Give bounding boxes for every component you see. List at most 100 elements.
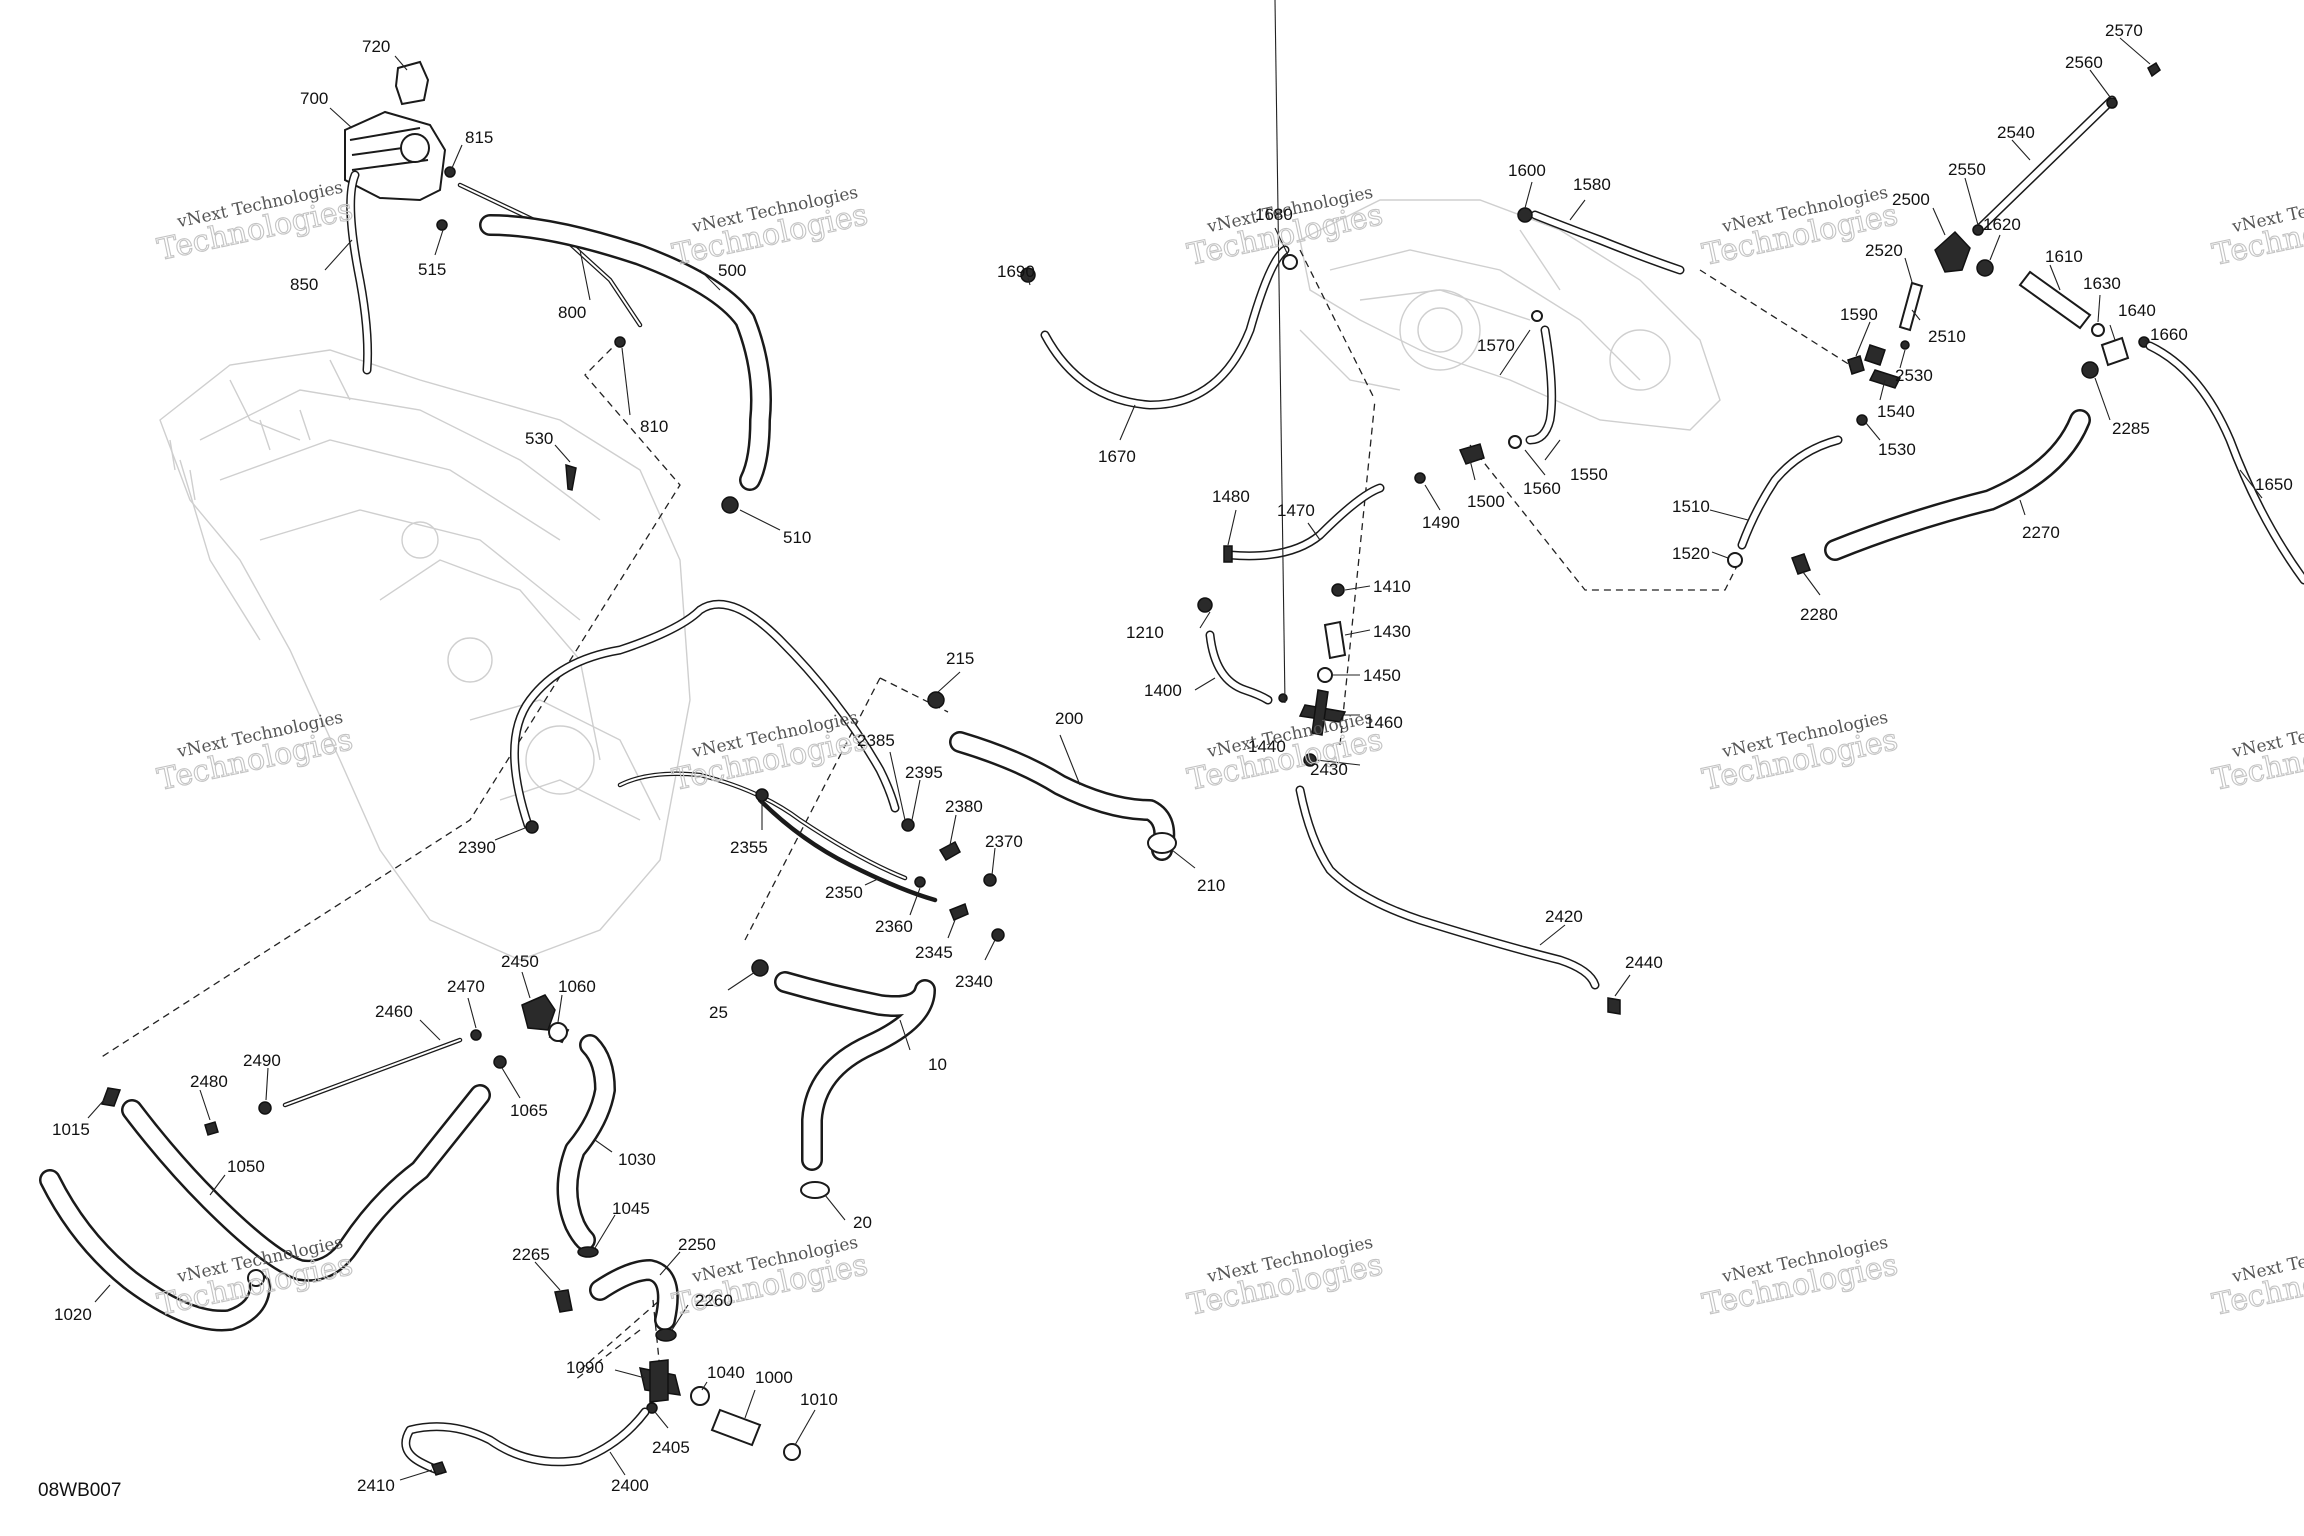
- callout-2350: 2350: [825, 883, 863, 902]
- callout-1050: 1050: [227, 1157, 265, 1176]
- callout-1030: 1030: [618, 1150, 656, 1169]
- callout-1520: 1520: [1672, 544, 1710, 563]
- callout-2560: 2560: [2065, 53, 2103, 72]
- callout-2410: 2410: [357, 1476, 395, 1495]
- callout-2345: 2345: [915, 943, 953, 962]
- callout-1650: 1650: [2255, 475, 2293, 494]
- callout-1460: 1460: [1365, 713, 1403, 732]
- hose-1020-group: [39, 1169, 271, 1332]
- watermark: Technologies vNext Technologies: [1699, 708, 1902, 799]
- callout-1630: 1630: [2083, 274, 2121, 293]
- callout-2370: 2370: [985, 832, 1023, 851]
- callout-2390: 2390: [458, 838, 496, 857]
- dashed-connectors: [99, 249, 1851, 1381]
- valve-2500-group: [1727, 61, 2161, 568]
- callout-1000: 1000: [755, 1368, 793, 1387]
- callout-2530: 2530: [1895, 366, 1933, 385]
- callout-1500: 1500: [1467, 492, 1505, 511]
- callout-2380: 2380: [945, 797, 983, 816]
- callout-2250: 2250: [678, 1235, 716, 1254]
- hose-1580-group: [1517, 207, 1685, 275]
- callout-2355: 2355: [730, 838, 768, 857]
- callout-1600: 1600: [1508, 161, 1546, 180]
- callout-1440: 1440: [1248, 737, 1286, 756]
- watermark: Technologies vNext Technologies: [1184, 1233, 1387, 1324]
- figure-id: 08WB007: [38, 1480, 121, 1501]
- callout-2405: 2405: [652, 1438, 690, 1457]
- watermark: Technologies vNext Technologies: [2209, 1233, 2304, 1324]
- callout-1590: 1590: [1840, 305, 1878, 324]
- callout-210: 210: [1197, 876, 1225, 895]
- callout-1040: 1040: [707, 1363, 745, 1382]
- callout-2500: 2500: [1892, 190, 1930, 209]
- callout-850: 850: [290, 275, 318, 294]
- callout-1010: 1010: [800, 1390, 838, 1409]
- callout-2540: 2540: [1997, 123, 2035, 142]
- callout-2440: 2440: [1625, 953, 1663, 972]
- callout-1620: 1620: [1983, 215, 2021, 234]
- callout-2360: 2360: [875, 917, 913, 936]
- leader-lines: [87, 0, 2263, 1481]
- watermark: Technologies vNext Technologies: [669, 708, 872, 799]
- tee-1410-1460-group: [1278, 583, 1347, 767]
- hose-200-group: [927, 691, 1177, 861]
- hose-1050-group: [121, 1084, 491, 1282]
- callout-1430: 1430: [1373, 622, 1411, 641]
- callout-1410: 1410: [1373, 577, 1411, 596]
- hose-10-group: [751, 959, 936, 1199]
- callout-1560: 1560: [1523, 479, 1561, 498]
- callout-2280: 2280: [1800, 605, 1838, 624]
- callout-25: 25: [709, 1003, 728, 1022]
- callout-500: 500: [718, 261, 746, 280]
- callout-1610: 1610: [2045, 247, 2083, 266]
- callout-2480: 2480: [190, 1072, 228, 1091]
- callout-2340: 2340: [955, 972, 993, 991]
- callout-510: 510: [783, 528, 811, 547]
- callout-530: 530: [525, 429, 553, 448]
- callout-2570: 2570: [2105, 21, 2143, 40]
- hose-2250-group: [554, 1259, 679, 1342]
- hose-1610-group: [1976, 259, 2150, 379]
- callout-2430: 2430: [1310, 760, 1348, 779]
- callout-2550: 2550: [1948, 160, 1986, 179]
- callout-2395: 2395: [905, 763, 943, 782]
- callout-1540: 1540: [1877, 402, 1915, 421]
- valve-2500: [1934, 230, 1971, 273]
- callout-1045: 1045: [612, 1199, 650, 1218]
- tank-cap: [394, 60, 430, 106]
- hose-2270-group: [1791, 409, 2091, 575]
- callout-1450: 1450: [1363, 666, 1401, 685]
- coolant-tank-group: [344, 60, 772, 514]
- callout-1550: 1550: [1570, 465, 1608, 484]
- hose-2390-group: [510, 599, 900, 834]
- callout-2270: 2270: [2022, 523, 2060, 542]
- callout-815: 815: [465, 128, 493, 147]
- callout-1690: 1690: [997, 262, 1035, 281]
- watermark: Technologies vNext Technologies: [154, 178, 357, 269]
- callout-1480: 1480: [1212, 487, 1250, 506]
- callout-1065: 1065: [510, 1101, 548, 1120]
- hose-1400-group: [1197, 597, 1273, 705]
- callout-1400: 1400: [1144, 681, 1182, 700]
- callout-1090: 1090: [566, 1358, 604, 1377]
- callout-1020: 1020: [54, 1305, 92, 1324]
- callout-810: 810: [640, 417, 668, 436]
- watermark-grid: Technologies vNext Technologies Technolo…: [154, 178, 2304, 1324]
- callout-700: 700: [300, 89, 328, 108]
- watermark: Technologies vNext Technologies: [154, 708, 357, 799]
- callout-2260: 2260: [695, 1291, 733, 1310]
- callout-2385: 2385: [857, 731, 895, 750]
- callout-1060: 1060: [558, 977, 596, 996]
- hose-1030-group: [548, 1022, 616, 1258]
- engine-ghost-outline: [159, 349, 691, 961]
- watermark: Technologies vNext Technologies: [1699, 1233, 1902, 1324]
- callout-2400: 2400: [611, 1476, 649, 1495]
- callout-200: 200: [1055, 709, 1083, 728]
- callout-1640: 1640: [2118, 301, 2156, 320]
- callout-1530: 1530: [1878, 440, 1916, 459]
- callout-2520: 2520: [1865, 241, 1903, 260]
- callout-2450: 2450: [501, 952, 539, 971]
- callout-800: 800: [558, 303, 586, 322]
- callout-2420: 2420: [1545, 907, 1583, 926]
